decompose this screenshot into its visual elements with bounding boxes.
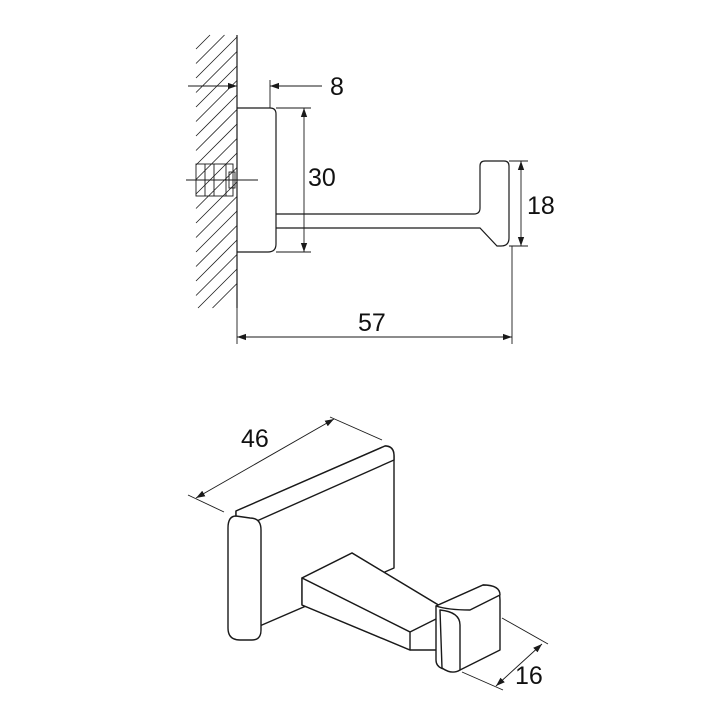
wall-section <box>195 34 238 309</box>
hatch-line <box>195 138 238 180</box>
dimension-label-30: 30 <box>308 164 336 192</box>
hook-arm-iso <box>301 552 501 673</box>
hatch-line <box>195 181 238 224</box>
hatch-line <box>195 34 225 64</box>
mounting-screw <box>186 163 258 197</box>
dimension-label-46: 46 <box>241 425 269 453</box>
hatch-line <box>195 239 238 282</box>
hatch-line <box>195 210 238 253</box>
dimension-label-16: 16 <box>515 662 543 690</box>
dimension-hook-height: 18 <box>509 160 555 247</box>
hatch-line <box>195 152 238 195</box>
hatch-line <box>195 109 238 151</box>
hatch-line <box>195 196 238 238</box>
dimension-plate-height: 30 <box>276 107 336 253</box>
wall-hatching <box>195 34 238 309</box>
isometric-view: 46 16 <box>187 416 549 691</box>
hook-arm-side <box>276 160 510 247</box>
hatch-line <box>195 34 211 50</box>
side-view: 8 30 18 57 <box>186 34 555 344</box>
hatch-line <box>195 65 238 108</box>
wall-plate-side <box>237 107 277 253</box>
dimension-label-8: 8 <box>330 73 344 101</box>
hatch-line <box>197 268 238 309</box>
hatch-line <box>195 254 238 296</box>
dimension-hook-width: 16 <box>461 617 549 691</box>
dimension-plate-width: 46 <box>187 416 383 513</box>
dimension-total-depth: 57 <box>236 246 513 344</box>
hatch-line <box>195 225 238 267</box>
hatch-line <box>195 36 238 79</box>
hatch-line <box>195 167 238 209</box>
hatch-line <box>195 123 238 166</box>
dimension-label-57: 57 <box>358 309 386 337</box>
hatch-line <box>195 94 238 137</box>
dimension-label-18: 18 <box>527 192 555 220</box>
dimension-plate-thickness: 8 <box>188 73 344 108</box>
hatch-line <box>212 283 238 309</box>
